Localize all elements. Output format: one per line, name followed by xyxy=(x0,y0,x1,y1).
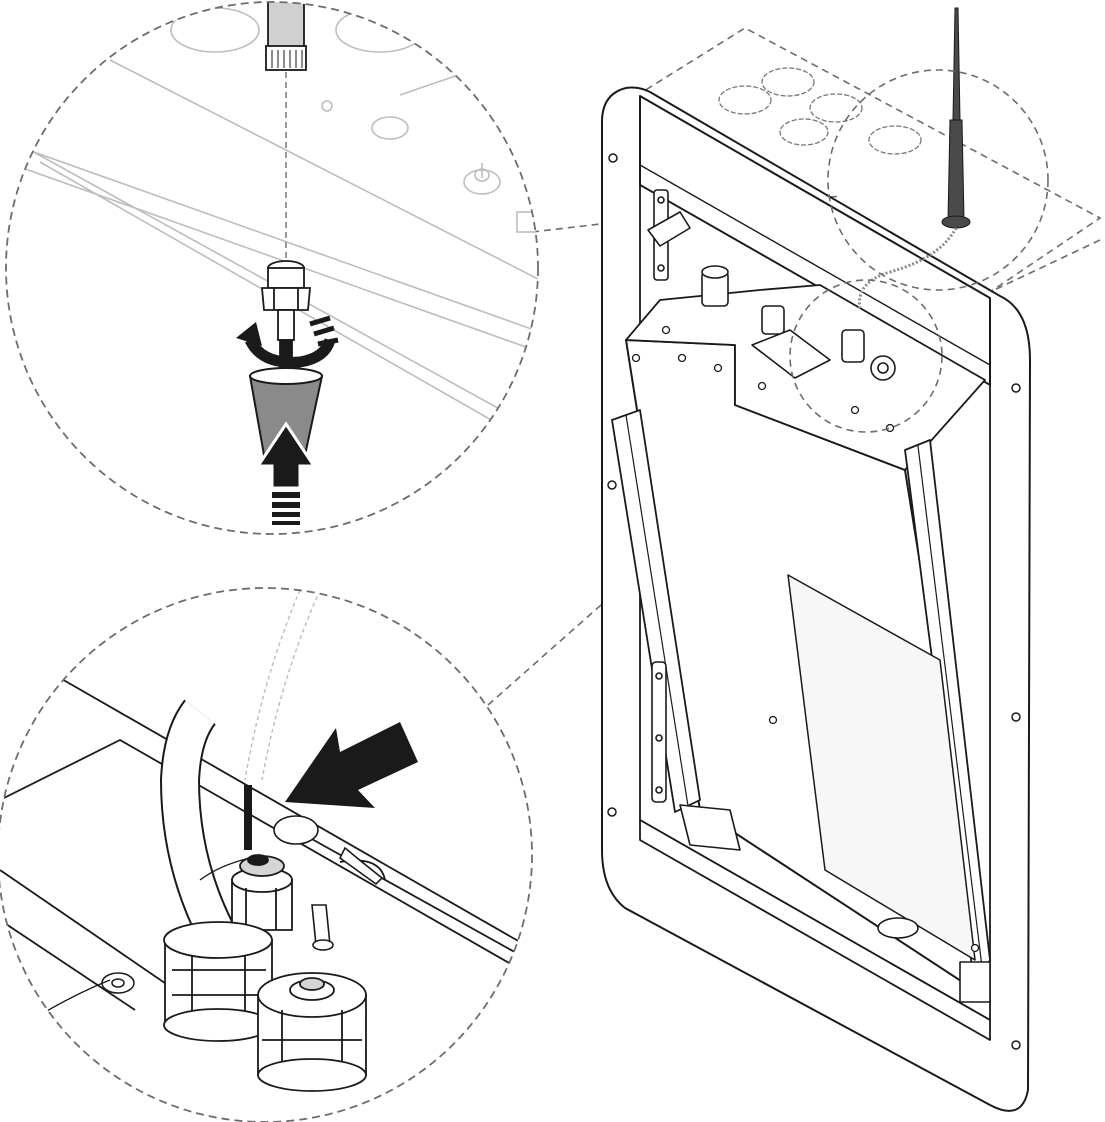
antenna-icon xyxy=(857,7,971,311)
earth-screw-icon xyxy=(101,972,135,994)
connector-nut xyxy=(261,260,311,371)
cabinet-unit xyxy=(601,67,1031,1112)
cable-gland-icon xyxy=(163,921,273,1042)
top-detail-border xyxy=(5,1,539,535)
antenna-zone-edge xyxy=(989,239,1101,293)
antenna-zone-outline xyxy=(635,27,1102,293)
antenna-connector-detail xyxy=(5,1,539,535)
knockout-holes-icon xyxy=(718,67,922,155)
inner-panel-top xyxy=(625,284,986,471)
push-up-arrow-icon xyxy=(255,421,317,525)
bottom-block xyxy=(679,804,741,851)
bottom-rail xyxy=(639,819,991,1041)
bottom-roller xyxy=(877,917,919,939)
frame-screw-holes xyxy=(607,153,1021,1050)
housing-bolt-icon xyxy=(273,815,384,886)
pointer-arrow-icon xyxy=(285,722,418,808)
small-gland-icon xyxy=(231,854,293,931)
rotate-arrow-icon xyxy=(236,315,339,368)
cap-nut-icon xyxy=(257,972,367,1092)
bottom-right-block xyxy=(959,961,991,1003)
antenna-connector-icon xyxy=(265,2,307,71)
rubber-boot-icon xyxy=(248,367,324,456)
panel-connectors xyxy=(701,265,896,381)
inner-plate xyxy=(787,574,976,961)
left-latch-bracket xyxy=(647,189,691,281)
cabinet-callout-circles xyxy=(789,69,1049,433)
panel-screws xyxy=(631,325,980,953)
hidden-cable-path xyxy=(244,589,301,781)
lower-left-bracket xyxy=(651,661,667,803)
blade-terminal-icon xyxy=(311,904,334,951)
cable-gland-detail xyxy=(0,587,533,1122)
bottom-detail-border xyxy=(0,587,533,1122)
